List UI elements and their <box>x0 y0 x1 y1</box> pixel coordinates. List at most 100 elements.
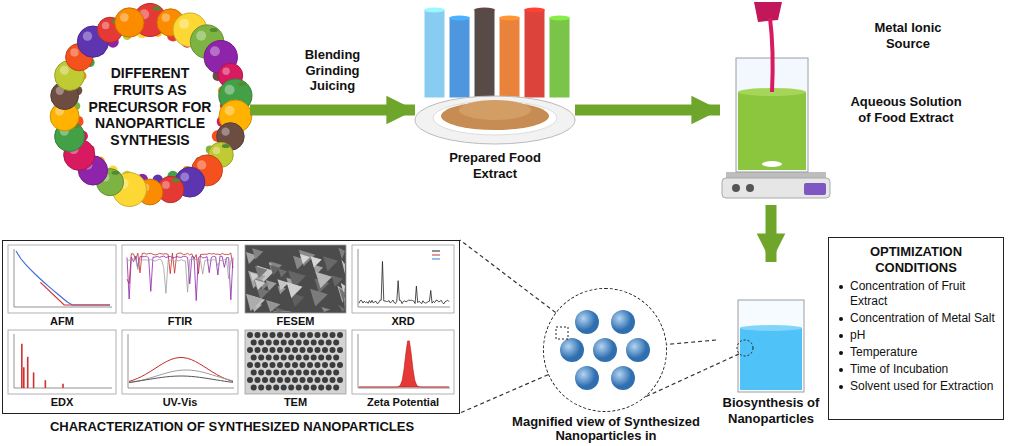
nanoparticle <box>560 338 584 362</box>
thumbnail-image <box>352 330 454 394</box>
bullet-dot <box>839 285 843 289</box>
text-holder: UV-Vis <box>122 396 238 408</box>
tem-particle <box>270 332 276 338</box>
extract-plate: Prepared Food Extract <box>415 2 575 192</box>
biosynthesis-beaker: Biosynthesis of Nanoparticles <box>716 262 826 428</box>
text-holder: Aqueous Solution of Food Extract <box>845 94 967 125</box>
tem-particle <box>303 340 309 346</box>
edx-peak <box>33 372 35 388</box>
pouring-cup <box>754 2 782 22</box>
tem-particle <box>292 377 298 383</box>
tem-particle <box>311 385 317 391</box>
legend-tick <box>432 259 440 260</box>
technique-label: FTIR <box>122 315 238 327</box>
uv-curve <box>129 376 233 382</box>
magnified-circle: Magnified view of Synthesized Nanopartic… <box>543 288 667 412</box>
tem-particle <box>315 347 321 353</box>
glass-rim <box>474 8 495 13</box>
tem-particle <box>311 340 317 346</box>
tem-particle <box>326 385 332 391</box>
glass-rim <box>524 8 545 13</box>
tem-particle <box>311 355 317 361</box>
tem-particle <box>258 385 264 391</box>
glass-rim <box>499 16 520 21</box>
tem-particle <box>311 370 317 376</box>
tem-particle <box>337 362 343 368</box>
tem-particle <box>266 385 272 391</box>
crystal-facet <box>255 279 266 290</box>
stirrer-knob <box>746 184 754 192</box>
tem-particle <box>303 355 309 361</box>
flow-arrow <box>575 105 720 116</box>
thumbnail-image <box>122 330 238 394</box>
tem-particle <box>251 370 257 376</box>
liquid-surface <box>740 325 802 331</box>
stirrer-beaker: Metal Ionic SourceAqueous Solution of Fo… <box>720 2 970 205</box>
fruit-leaf <box>111 171 119 175</box>
nanoparticle <box>593 338 617 362</box>
tem-particle <box>330 377 336 383</box>
juice-glass <box>424 10 445 98</box>
tem-particle <box>251 340 257 346</box>
tem-particle <box>270 347 276 353</box>
crystal-facet <box>274 307 288 312</box>
tem-particle <box>281 340 287 346</box>
fruit-leaf <box>153 6 161 10</box>
text-holder: Prepared Food Extract <box>430 150 560 181</box>
green-extract <box>738 92 806 170</box>
tem-particle <box>307 347 313 353</box>
tem-particle <box>285 377 291 383</box>
technique-thumbnail: EDX <box>8 330 116 410</box>
flow-arrow <box>766 205 777 262</box>
uv-curve <box>129 358 233 382</box>
crystal-facet <box>255 266 267 278</box>
tem-particle <box>322 332 328 338</box>
tem-particle <box>337 377 343 383</box>
technique-thumbnail: FTIR <box>122 245 238 329</box>
technique-thumbnail: TEM <box>245 330 346 410</box>
stirrer-knob <box>732 184 740 192</box>
fruit-shine <box>162 181 170 189</box>
tem-particle <box>296 355 302 361</box>
tem-particle <box>281 385 287 391</box>
juice-glass <box>449 18 470 98</box>
condition-item: Temperature <box>850 345 917 360</box>
tem-particle <box>247 332 253 338</box>
bullet-dot <box>839 351 843 355</box>
thumbnail-image <box>122 245 238 313</box>
crystal-facet <box>338 305 345 312</box>
thumbnail-image <box>8 245 116 313</box>
text-holder: TEM <box>245 396 346 408</box>
thumb-frame <box>352 330 454 394</box>
flow-arrow <box>250 105 415 116</box>
fruit-shine <box>210 46 220 56</box>
technique-thumbnail: UV-Vis <box>122 330 238 410</box>
tem-particle <box>322 347 328 353</box>
node-label: DIFFERENT FRUITS AS PRECURSOR FOR NANOPA… <box>85 65 215 149</box>
tem-particle <box>281 355 287 361</box>
condition-item: Concentration of Metal Salt <box>850 311 995 326</box>
plate <box>415 96 575 144</box>
fruit-shine <box>221 128 229 136</box>
technique-thumbnail: Zeta Potential <box>352 330 454 410</box>
text-holder: Biosynthesis of Nanoparticles <box>716 395 826 426</box>
tem-particle <box>326 370 332 376</box>
tem-particle <box>255 362 261 368</box>
zoom-connector <box>460 240 556 313</box>
edx-peak <box>21 344 23 388</box>
thumbnail-image <box>245 245 346 313</box>
zoom-square <box>556 327 568 339</box>
fruit-shine <box>120 13 129 22</box>
thumb-frame <box>8 245 116 313</box>
thumb-frame <box>352 245 454 313</box>
crystal-facet <box>338 247 345 259</box>
tem-particle <box>277 347 283 353</box>
tem-particle <box>285 332 291 338</box>
zoom-spot <box>737 340 753 356</box>
fruit-leaf <box>172 178 180 182</box>
node-label: Magnified view of Synthesized Nanopartic… <box>499 415 713 444</box>
fruit-leaf <box>222 144 230 148</box>
beaker-glass <box>738 300 804 392</box>
tem-particle <box>303 385 309 391</box>
nanoparticle <box>575 366 599 390</box>
